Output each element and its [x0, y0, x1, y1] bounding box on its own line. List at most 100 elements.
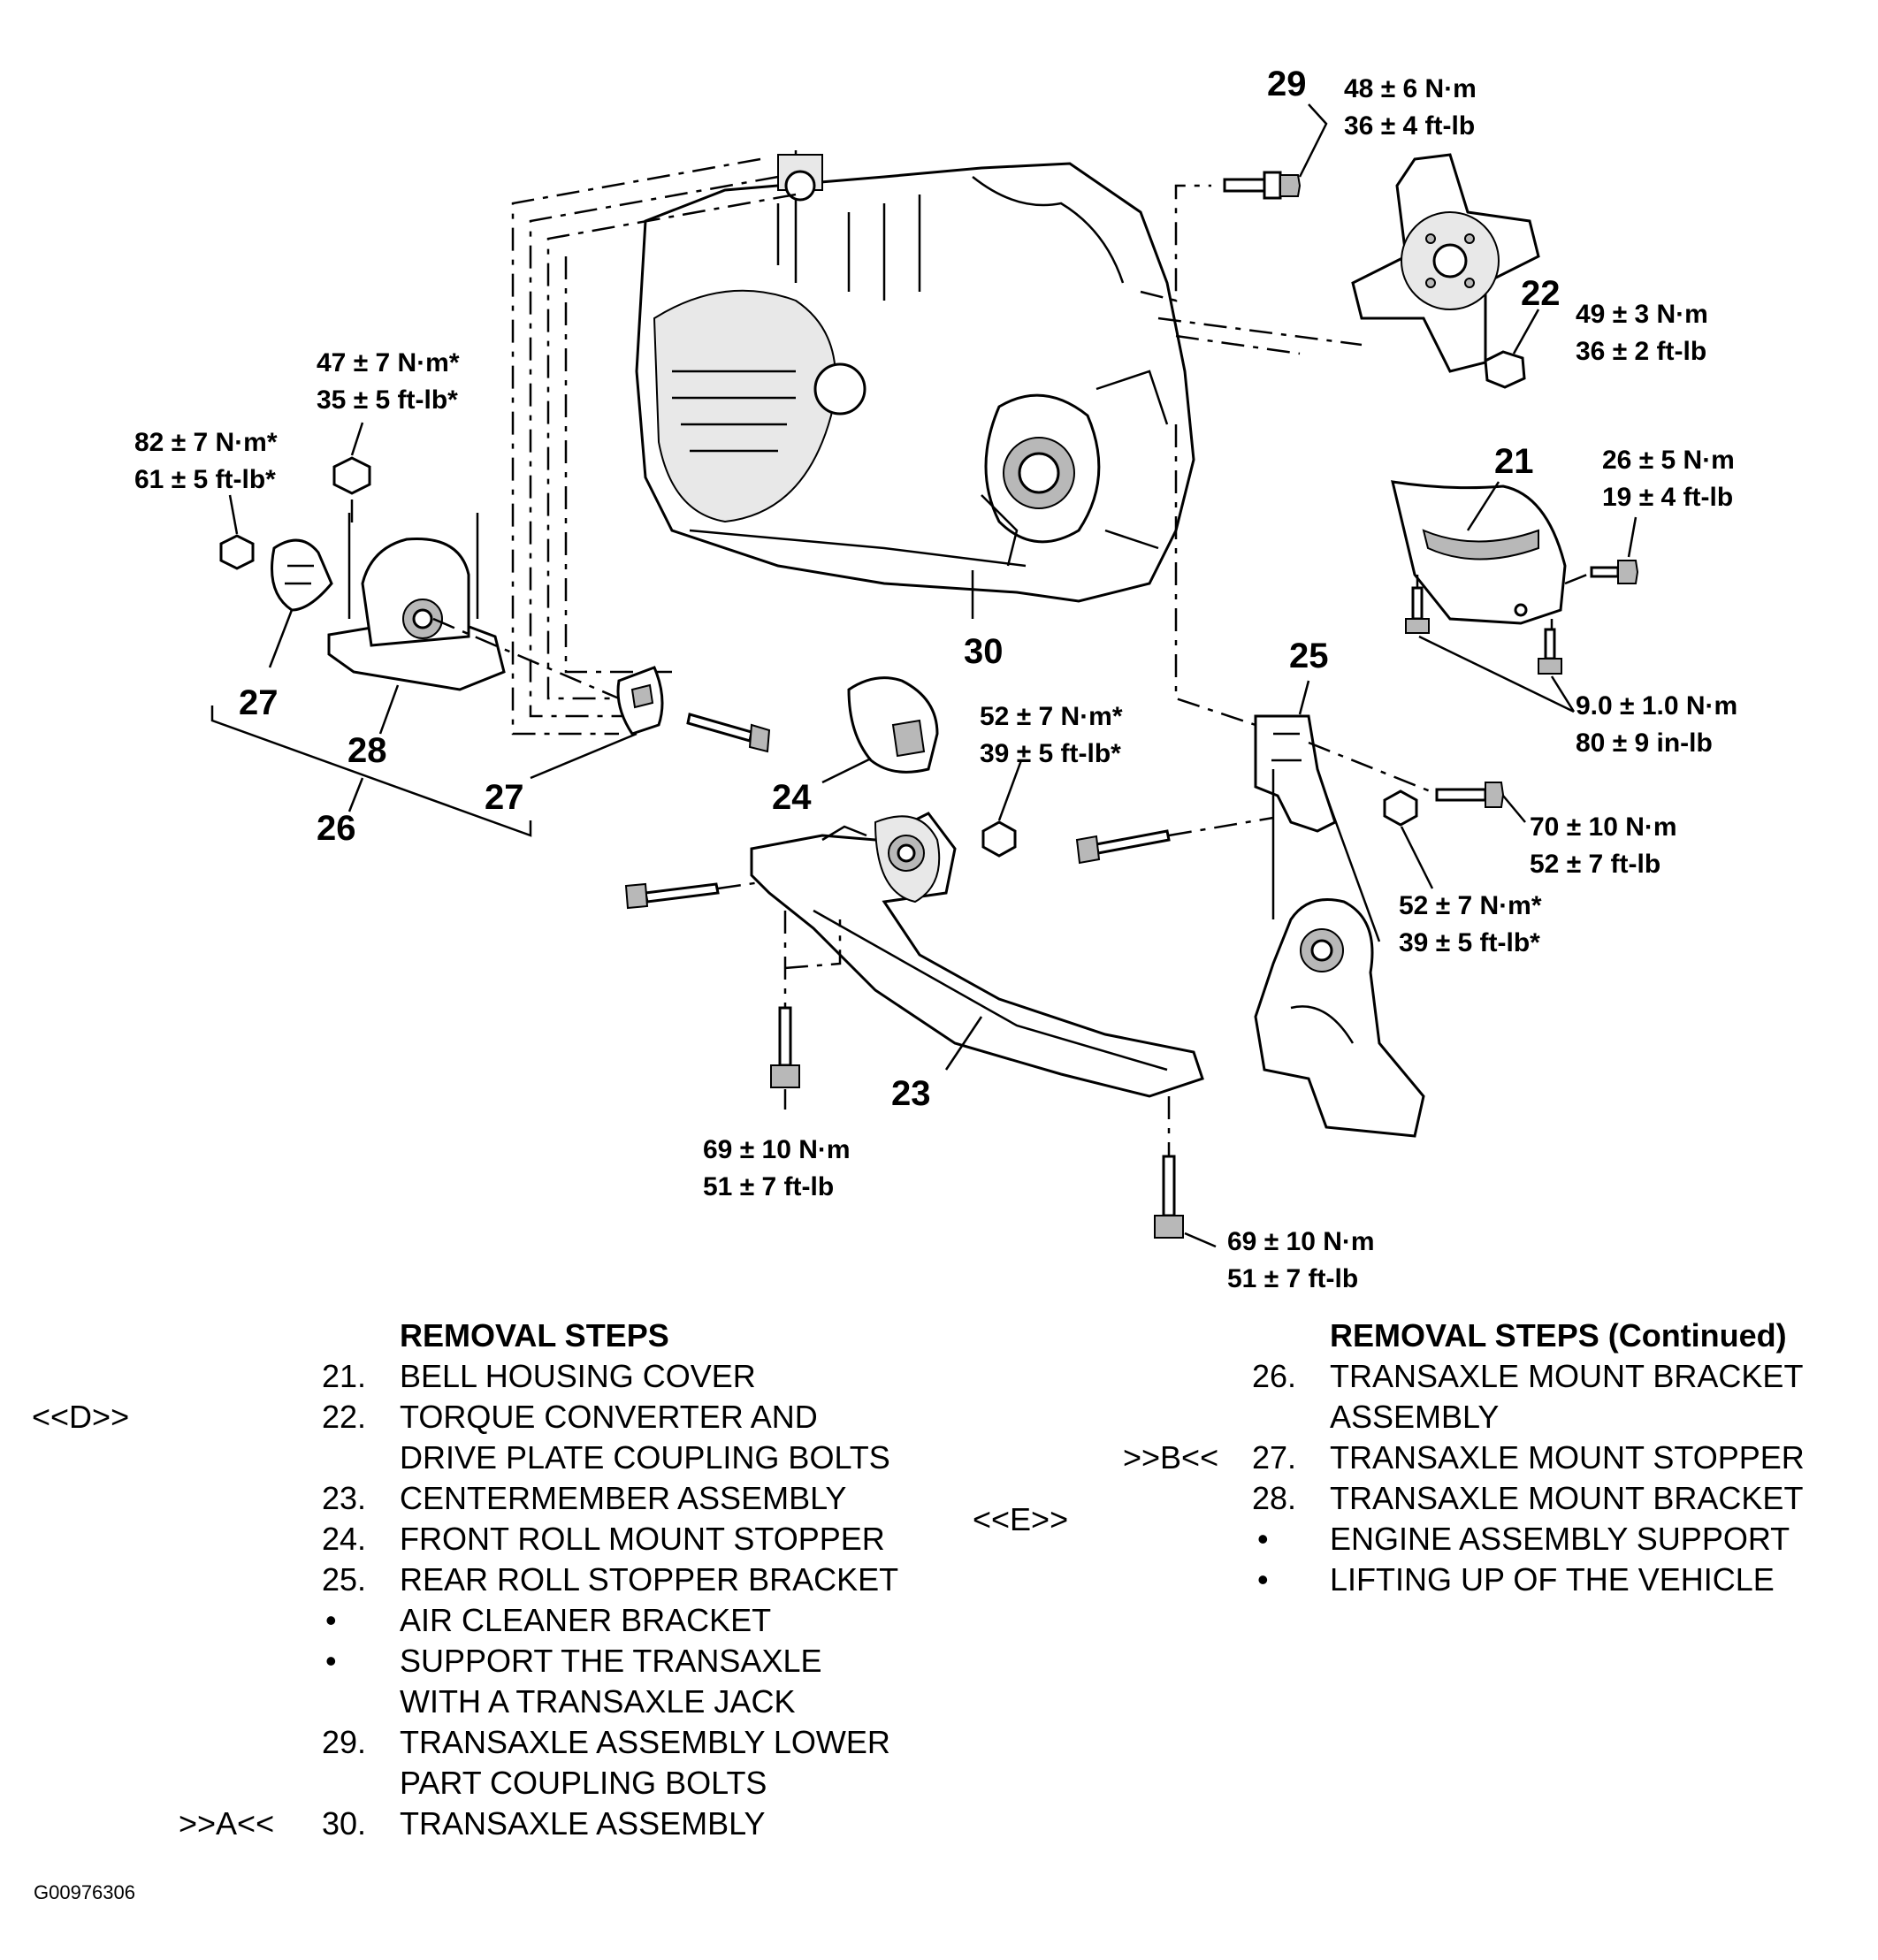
torque-82-ftlb: 61 ± 5 ft-lb* — [134, 465, 276, 494]
bolt-29 — [1223, 171, 1302, 200]
rear-roll-stopper-bracket — [1254, 714, 1337, 833]
step-29: 29. TRANSAXLE ASSEMBLY LOWER — [0, 1722, 973, 1763]
callout-25: 25 — [1289, 637, 1329, 675]
removal-steps-heading: REMOVAL STEPS — [0, 1316, 973, 1356]
step-22-text-1: TORQUE CONVERTER AND — [400, 1399, 818, 1435]
torque-21-ftlb: 19 ± 4 ft-lb — [1602, 483, 1733, 512]
step-21-text: BELL HOUSING COVER — [400, 1358, 756, 1394]
step-lifting: • LIFTING UP OF THE VEHICLE — [973, 1560, 1874, 1600]
torque-69b-nm: 69 ± 10 N·m — [1227, 1227, 1375, 1256]
callout-24: 24 — [772, 778, 812, 817]
torque-29-nm: 48 ± 6 N·m — [1344, 74, 1477, 103]
step-25-number: 25. — [322, 1561, 367, 1598]
bolt-22 — [1484, 350, 1526, 389]
removal-steps-cont-heading-text: REMOVAL STEPS (Continued) — [1330, 1317, 1787, 1354]
torque-70-nm: 70 ± 10 N·m — [1530, 812, 1677, 842]
nut-front-roll — [981, 820, 1017, 858]
step-27-number: 27. — [1252, 1439, 1297, 1476]
step-26-text-2: ASSEMBLY — [1330, 1399, 1500, 1435]
front-roll-mount-stopper — [847, 676, 939, 774]
step-30: >>A<< 30. TRANSAXLE ASSEMBLY — [0, 1804, 973, 1844]
step-support-cont: WITH A TRANSAXLE JACK — [0, 1682, 973, 1722]
step-27-marker: >>B<< — [1123, 1439, 1219, 1476]
torque-47-ftlb: 35 ± 5 ft-lb* — [317, 385, 458, 415]
step-support-bullet: • — [325, 1643, 337, 1679]
step-23-text: CENTERMEMBER ASSEMBLY — [400, 1480, 847, 1516]
step-support: • SUPPORT THE TRANSAXLE — [0, 1641, 973, 1682]
step-24: 24. FRONT ROLL MOUNT STOPPER — [0, 1519, 973, 1560]
removal-steps-right: REMOVAL STEPS (Continued) 26. TRANSAXLE … — [973, 1316, 1874, 1600]
step-21-number: 21. — [322, 1358, 367, 1394]
callout-30: 30 — [964, 632, 1004, 671]
drive-plate — [1351, 153, 1540, 373]
torque-69b-ftlb: 51 ± 7 ft-lb — [1227, 1264, 1358, 1293]
step-support-text-1: SUPPORT THE TRANSAXLE — [400, 1643, 822, 1679]
step-29-text-1: TRANSAXLE ASSEMBLY LOWER — [400, 1724, 890, 1760]
transaxle-mount-stopper-nut — [219, 534, 255, 570]
callout-27-right: 27 — [485, 778, 524, 817]
removal-steps-left: REMOVAL STEPS 21. BELL HOUSING COVER <<D… — [0, 1316, 973, 1844]
step-lifting-bullet: • — [1257, 1561, 1269, 1598]
callout-29: 29 — [1267, 65, 1307, 103]
step-air-cleaner: • AIR CLEANER BRACKET — [0, 1600, 973, 1641]
transaxle-mount-stopper-right — [616, 666, 664, 736]
step-30-marker: >>A<< — [179, 1805, 275, 1842]
callout-27-left: 27 — [239, 683, 279, 722]
step-26-cont: ASSEMBLY — [973, 1397, 1874, 1438]
transaxle-mount-bolt — [686, 713, 771, 753]
bolt-cover-left — [1405, 586, 1430, 634]
removal-steps-heading-text: REMOVAL STEPS — [400, 1317, 669, 1354]
step-29-cont: PART COUPLING BOLTS — [0, 1763, 973, 1804]
step-22-cont: DRIVE PLATE COUPLING BOLTS — [0, 1438, 973, 1478]
step-engine-support-text: ENGINE ASSEMBLY SUPPORT — [1330, 1521, 1790, 1557]
rear-roll-bolt-right — [1435, 782, 1505, 808]
step-23: 23. CENTERMEMBER ASSEMBLY — [0, 1478, 973, 1519]
step-24-number: 24. — [322, 1521, 367, 1557]
torque-22-ftlb: 36 ± 2 ft-lb — [1576, 337, 1706, 366]
centermember-bolt-right — [1154, 1155, 1184, 1239]
step-air-cleaner-bullet: • — [325, 1602, 337, 1638]
torque-22-nm: 49 ± 3 N·m — [1576, 300, 1708, 329]
torque-52b-nm: 52 ± 7 N·m* — [1399, 891, 1542, 920]
step-30-number: 30. — [322, 1805, 367, 1842]
step-28-text: TRANSAXLE MOUNT BRACKET — [1330, 1480, 1804, 1516]
step-24-text: FRONT ROLL MOUNT STOPPER — [400, 1521, 885, 1557]
torque-52a-ftlb: 39 ± 5 ft-lb* — [980, 739, 1121, 768]
step-25-text: REAR ROLL STOPPER BRACKET — [400, 1561, 899, 1598]
torque-69a-ftlb: 51 ± 7 ft-lb — [703, 1172, 834, 1201]
transaxle-mount-bracket — [327, 513, 506, 691]
torque-29-ftlb: 36 ± 4 ft-lb — [1344, 111, 1475, 141]
callout-26: 26 — [317, 809, 356, 848]
callout-28: 28 — [347, 731, 387, 770]
centermember-assembly — [750, 812, 1204, 1098]
step-lifting-text: LIFTING UP OF THE VEHICLE — [1330, 1561, 1775, 1598]
step-27: >>B<< 27. TRANSAXLE MOUNT STOPPER — [973, 1438, 1874, 1478]
torque-70-ftlb: 52 ± 7 ft-lb — [1530, 850, 1660, 879]
transaxle-assembly — [635, 150, 1195, 603]
step-29-text-2: PART COUPLING BOLTS — [400, 1765, 767, 1801]
transaxle-mount-stopper-left — [271, 538, 333, 612]
torque-21-nm: 26 ± 5 N·m — [1602, 446, 1735, 475]
step-22: <<D>> 22. TORQUE CONVERTER AND — [0, 1397, 973, 1438]
step-engine-support: <<E>> • ENGINE ASSEMBLY SUPPORT — [973, 1501, 1874, 1560]
torque-cover-inlb: 80 ± 9 in-lb — [1576, 728, 1713, 758]
rear-roll-bolt-left — [1075, 829, 1171, 865]
step-25: 25. REAR ROLL STOPPER BRACKET — [0, 1560, 973, 1600]
torque-cover-nm: 9.0 ± 1.0 N·m — [1576, 691, 1737, 721]
step-23-number: 23. — [322, 1480, 367, 1516]
removal-steps-cont-heading: REMOVAL STEPS (Continued) — [973, 1316, 1874, 1356]
bolt-21-side — [1590, 560, 1639, 584]
callout-22: 22 — [1521, 274, 1561, 313]
callout-23: 23 — [891, 1074, 931, 1113]
step-26-number: 26. — [1252, 1358, 1297, 1394]
step-26: 26. TRANSAXLE MOUNT BRACKET — [973, 1356, 1874, 1397]
step-22-number: 22. — [322, 1399, 367, 1435]
figure-id: G00976306 — [34, 1881, 135, 1903]
step-26-text-1: TRANSAXLE MOUNT BRACKET — [1330, 1358, 1804, 1394]
step-30-text: TRANSAXLE ASSEMBLY — [400, 1805, 766, 1842]
bell-housing-cover — [1391, 480, 1567, 625]
step-air-cleaner-text: AIR CLEANER BRACKET — [400, 1602, 772, 1638]
torque-69a-nm: 69 ± 10 N·m — [703, 1135, 851, 1164]
step-engine-support-bullet: • — [1257, 1521, 1269, 1557]
